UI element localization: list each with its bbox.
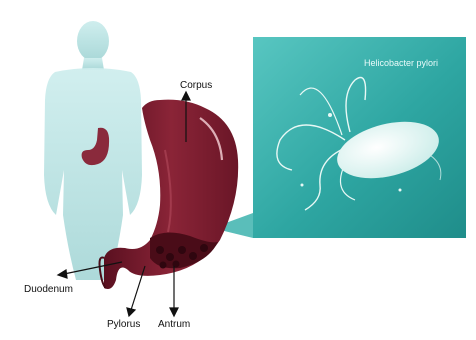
antrum-arrow [170, 266, 178, 316]
pylorus-label: Pylorus [107, 319, 140, 330]
antrum-label: Antrum [158, 319, 190, 330]
duodenum-label: Duodenum [24, 284, 73, 295]
bacterium-label: Helicobacter pylori [364, 58, 438, 68]
corpus-label: Corpus [180, 80, 212, 91]
